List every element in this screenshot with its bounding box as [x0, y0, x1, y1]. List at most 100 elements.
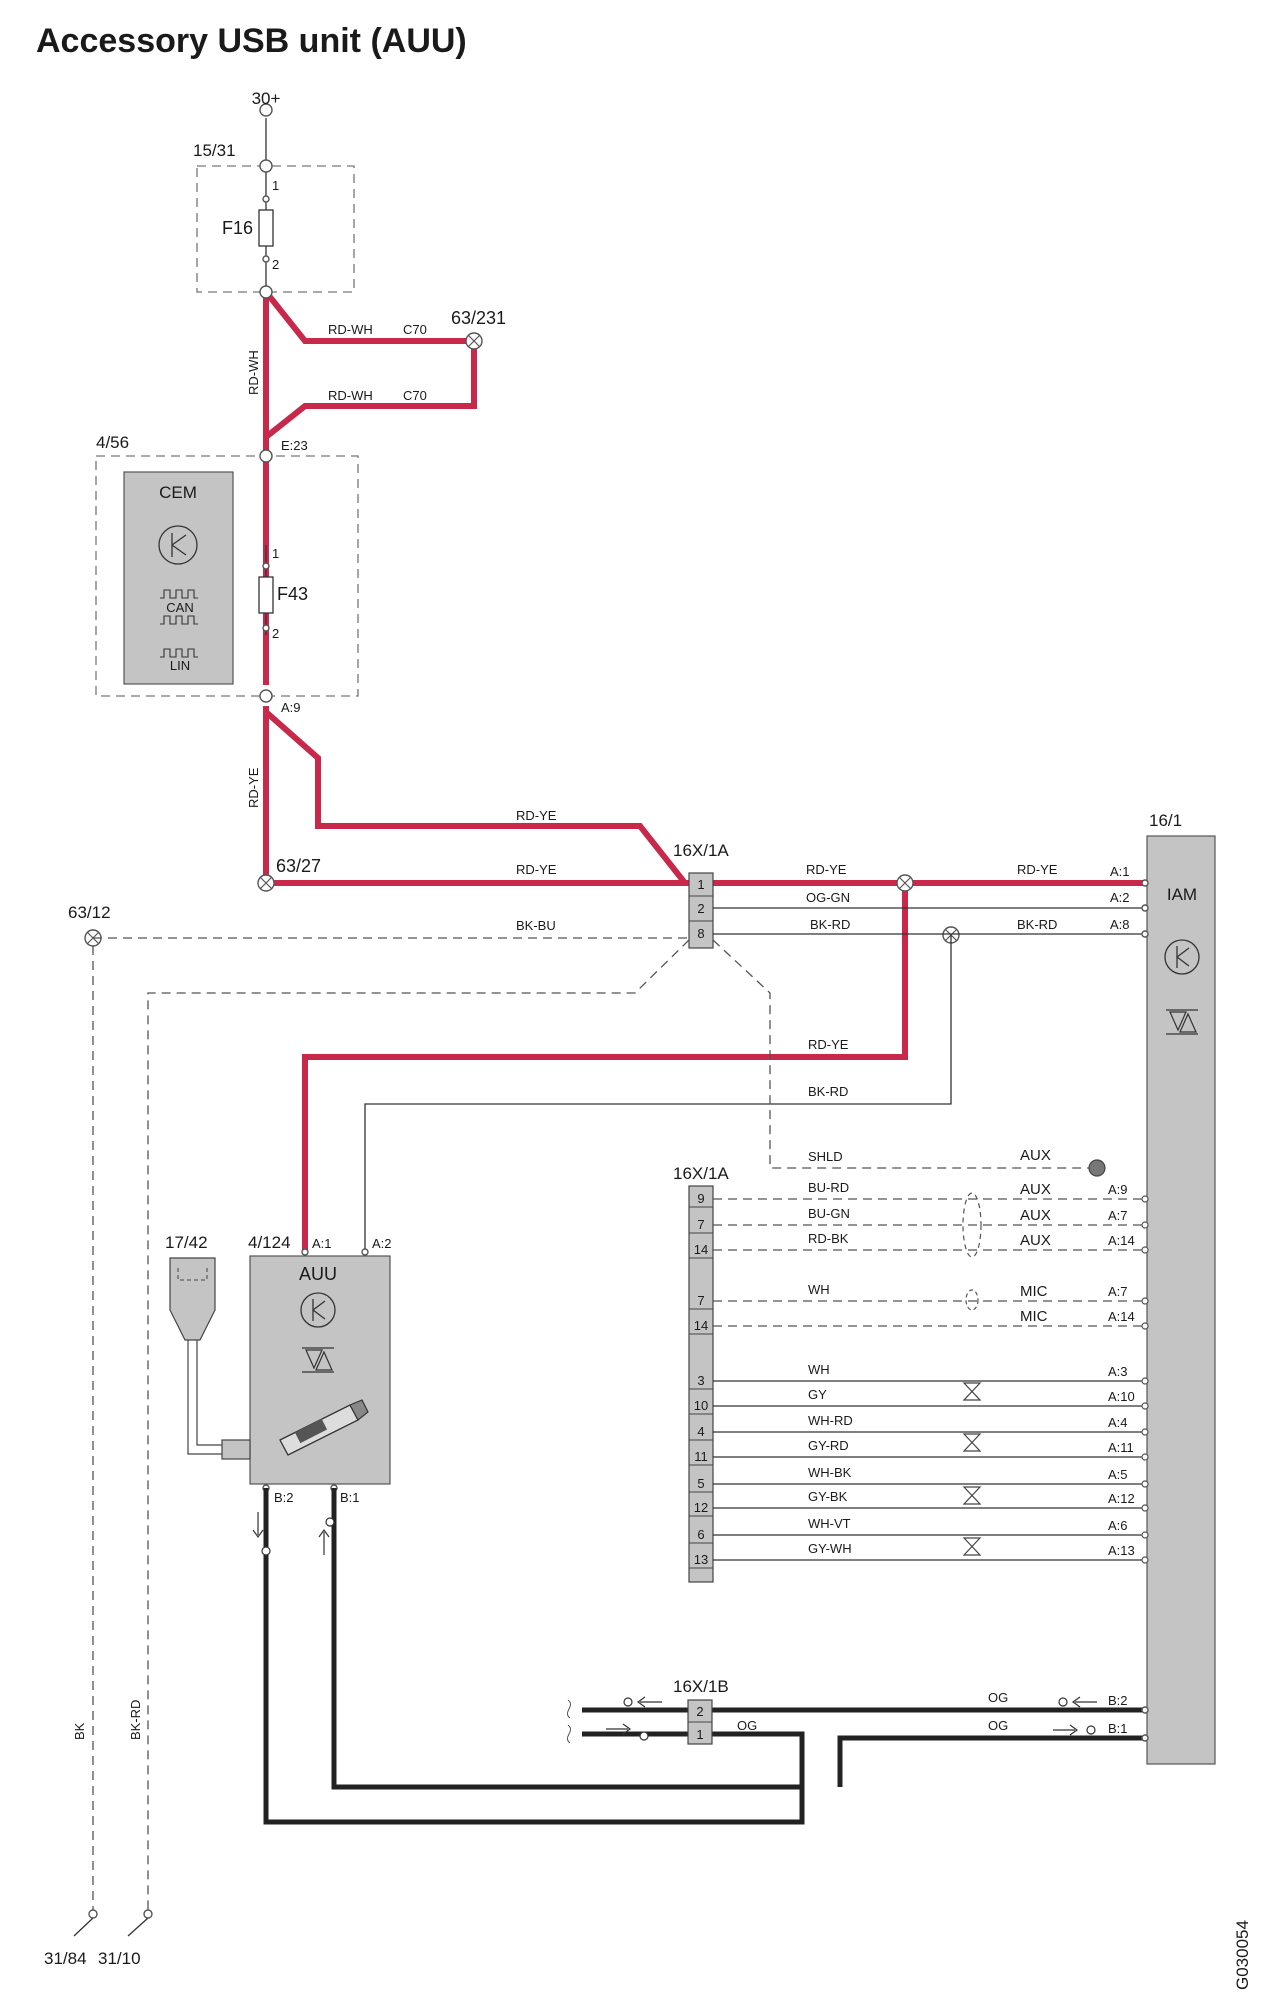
light-direction-icon [252, 1512, 335, 1556]
wire-label: BK [72, 1722, 87, 1740]
shield-wire [712, 939, 1090, 1169]
iam-pin-label: A:1 [1110, 864, 1130, 879]
pin-label: 2 [696, 1704, 703, 1719]
iam-pin-label: A:3 [1108, 1364, 1128, 1379]
iam-pin-label: A:5 [1108, 1467, 1128, 1482]
iam-transistor-icon [1164, 939, 1200, 975]
can-waveform-icon [160, 589, 198, 599]
wire-label: GY-RD [808, 1438, 849, 1453]
iam-pin-label: A:14 [1108, 1233, 1135, 1248]
pin-label: 14 [694, 1242, 708, 1257]
fuse-pin-label: 2 [272, 626, 279, 641]
pin-label: 1 [696, 1727, 703, 1742]
wire-label: SHLD [808, 1149, 843, 1164]
iam-pin-dot [1141, 1453, 1149, 1461]
bk-rd-auu-wire [364, 935, 952, 1250]
connector-label: 16X/1A [673, 841, 729, 860]
wire-label: BU-RD [808, 1180, 849, 1195]
pin-label: 13 [694, 1552, 708, 1567]
pin-label: 3 [697, 1373, 704, 1388]
twisted-pair-icon [962, 1486, 982, 1505]
can-waveform-icon-2 [160, 615, 198, 625]
pin-label: B:1 [340, 1490, 360, 1505]
power-wires [263, 290, 1145, 1250]
pin-label: 1 [697, 877, 704, 892]
iam-pin-label: A:14 [1108, 1309, 1135, 1324]
pin-label: 14 [694, 1318, 708, 1333]
ground-node-1 [88, 1909, 98, 1919]
og-wire-b1 [837, 1735, 1145, 1787]
page-title: Accessory USB unit (AUU) [36, 22, 467, 60]
lin-waveform-icon [160, 648, 198, 658]
usb-stick-icon [279, 1399, 369, 1456]
pin-label: 7 [697, 1293, 704, 1308]
fuse-box-out-node [259, 285, 273, 299]
iam-pin-dot [1141, 930, 1149, 938]
splice-63-27-icon [257, 874, 275, 892]
iam-label: IAM [1167, 885, 1197, 904]
fuse-f43-icon [258, 576, 274, 614]
wire-label: WH [808, 1362, 830, 1377]
iam-pin-dot [1141, 1531, 1149, 1539]
pin-label: A:1 [312, 1236, 332, 1251]
wire-label: RD-WH [328, 322, 373, 337]
group-label: MIC [1020, 1283, 1048, 1300]
wire-label: OG-GN [806, 890, 850, 905]
pin-label: A:2 [372, 1236, 392, 1251]
iam-pin-dot [1141, 1428, 1149, 1436]
iam-pin-label: A:7 [1108, 1208, 1128, 1223]
pin-label: 10 [694, 1398, 708, 1413]
wire-label: OG [988, 1718, 1008, 1733]
wire-label: OG [988, 1690, 1008, 1705]
pin-label: B:2 [274, 1490, 294, 1505]
iam-pin-dot [1141, 1480, 1149, 1488]
iam-pin-label: A:8 [1110, 917, 1130, 932]
wire-label: RD-WH [246, 350, 261, 395]
iam-pin-dot [1141, 1246, 1149, 1254]
iam-pin-dot [1141, 1297, 1149, 1305]
iam-pin-dot [1141, 879, 1149, 887]
fuse-pin-label: 1 [272, 546, 279, 561]
fuse-f16-label: F16 [222, 218, 253, 238]
iam-pin-dot [1141, 1377, 1149, 1385]
iam-pin-label: B:1 [1108, 1721, 1128, 1736]
auu-a2-dot [361, 1248, 369, 1256]
wire-label: WH-VT [808, 1516, 851, 1531]
iam-pin-dot [1141, 1221, 1149, 1229]
wire-label: WH-RD [808, 1413, 853, 1428]
pin-label: 11 [694, 1449, 708, 1464]
ground-node-2 [143, 1909, 153, 1919]
wire-label: RD-YE [516, 862, 557, 877]
group-label: MIC [1020, 1308, 1048, 1325]
iam-pin-label: A:9 [1108, 1182, 1128, 1197]
usb-socket-17-42 [169, 1257, 251, 1460]
iam-pin-label: A:10 [1108, 1389, 1135, 1404]
ground-switch-2 [127, 1917, 149, 1937]
supply-label: 30+ [252, 89, 281, 108]
splice-63-231-icon [465, 332, 483, 350]
connector-label: 16X/1A [673, 1164, 729, 1183]
wire-label: RD-YE [246, 767, 261, 808]
shield-ground-icon [1088, 1159, 1106, 1177]
auu-a1-dot [301, 1248, 309, 1256]
cem-box-4-56 [95, 455, 359, 697]
wire-label: RD-YE [808, 1037, 849, 1052]
connector-16x1b [687, 1699, 713, 1745]
iam-transistor-symbol [1176, 946, 1190, 968]
twisted-pair-icon [962, 1433, 982, 1452]
twisted-pair-icon [965, 1289, 979, 1311]
ground-switch-1 [73, 1917, 94, 1937]
pin-label: 12 [694, 1500, 708, 1515]
iam-pin-label: A:11 [1108, 1440, 1134, 1455]
cem-label: CEM [159, 483, 197, 502]
pin-label: E:23 [281, 438, 308, 453]
lin-label: LIN [170, 658, 190, 673]
wire-label: RD-WH [328, 388, 373, 403]
auu-label: AUU [299, 1264, 337, 1284]
usb-ref-label: 17/42 [165, 1233, 208, 1252]
bk-rd-ground-wire [147, 939, 690, 1910]
splice-rd-ye-icon [896, 874, 914, 892]
fuse-box-15-31 [196, 165, 355, 293]
group-label: AUX [1020, 1232, 1051, 1249]
